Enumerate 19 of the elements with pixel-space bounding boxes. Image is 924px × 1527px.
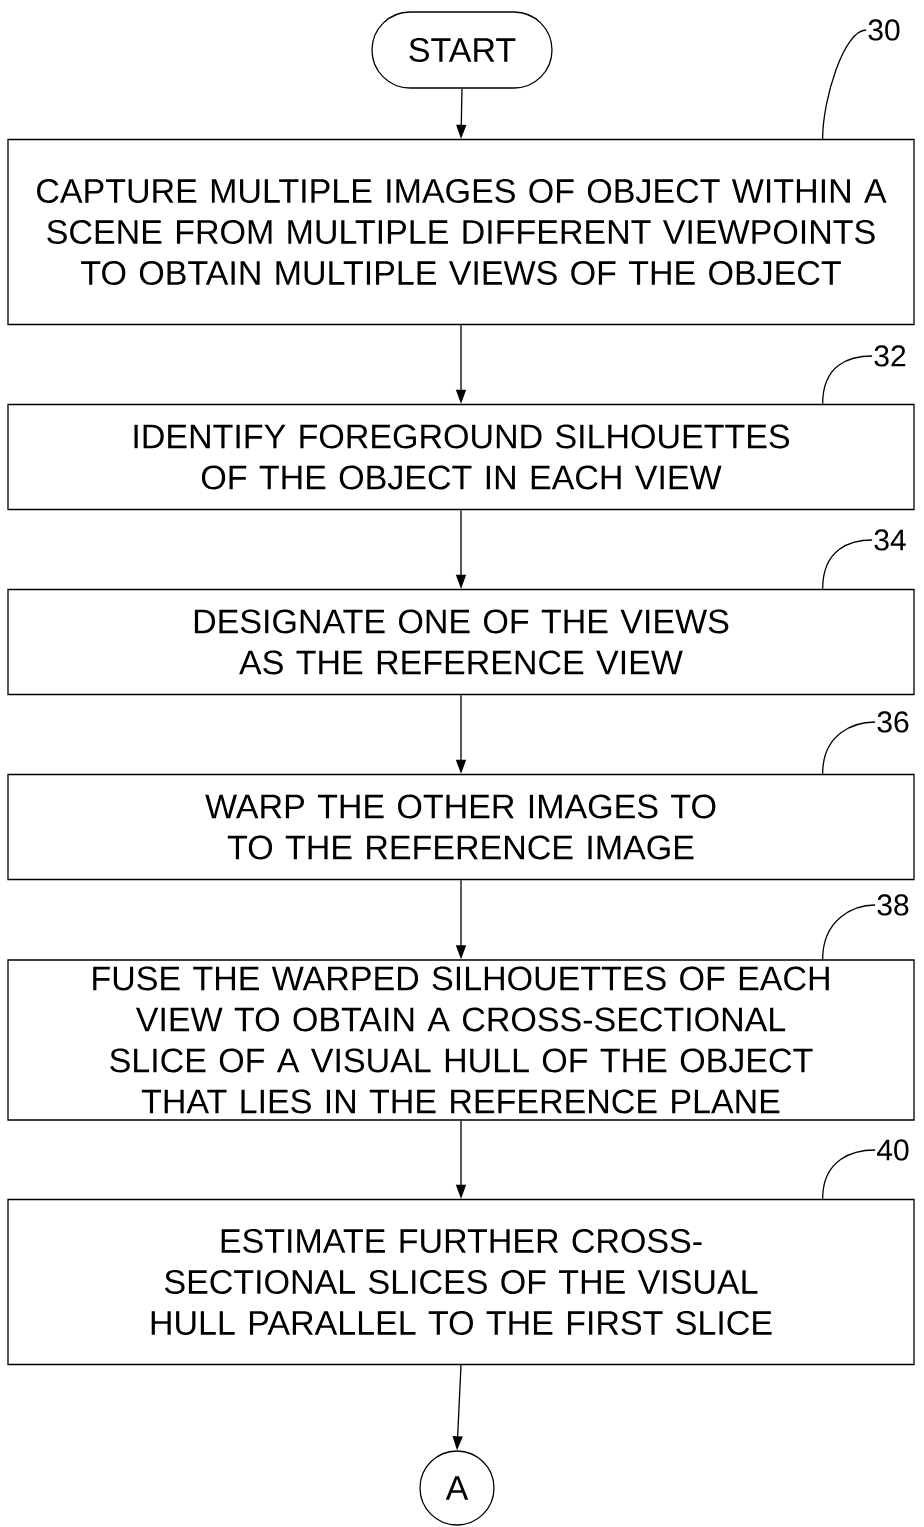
leader-line [822, 904, 876, 960]
process-box: IDENTIFY FOREGROUND SILHOUETTES OF THE OBJECT IN EACH VIEW [7, 403, 915, 511]
process-box: WARP THE OTHER IMAGES TO TO THE REFERENCE IMAGE [7, 773, 915, 881]
callout-number: 30 [868, 19, 900, 41]
callout-number: 34 [874, 529, 906, 551]
process-box: DESIGNATE ONE OF THE VIEWS AS THE REFERENCE VIEW [7, 588, 915, 696]
leader-line [822, 1149, 876, 1200]
leader-line [822, 29, 867, 140]
leader-line [822, 721, 876, 775]
leader-line [822, 539, 873, 590]
process-box: FUSE THE WARPED SILHOUETTES OF EACH VIEW TO OBTAIN A CROSS-SECTIONAL SLICE OF A VISUAL HULL OF THE OBJECT THAT LIES IN THE REFERENCE PLANE [7, 959, 915, 1121]
process-box: CAPTURE MULTIPLE IMAGES OF OBJECT WITHIN A SCENE FROM MULTIPLE DIFFERENT VIEWPOINTS TO OBTAIN MULTIPLE VIEWS OF THE OBJECT [7, 138, 915, 326]
start-terminal: START [371, 11, 553, 89]
callout-number: 32 [874, 345, 906, 367]
process-box: ESTIMATE FURTHER CROSS-SECTIONAL SLICES OF THE VISUAL HULL PARALLEL TO THE FIRST SLICE [7, 1198, 915, 1366]
callout-number: 40 [877, 1139, 909, 1161]
leader-line [822, 355, 873, 405]
callout-number: 36 [877, 711, 909, 733]
callout-number: 38 [877, 894, 909, 916]
